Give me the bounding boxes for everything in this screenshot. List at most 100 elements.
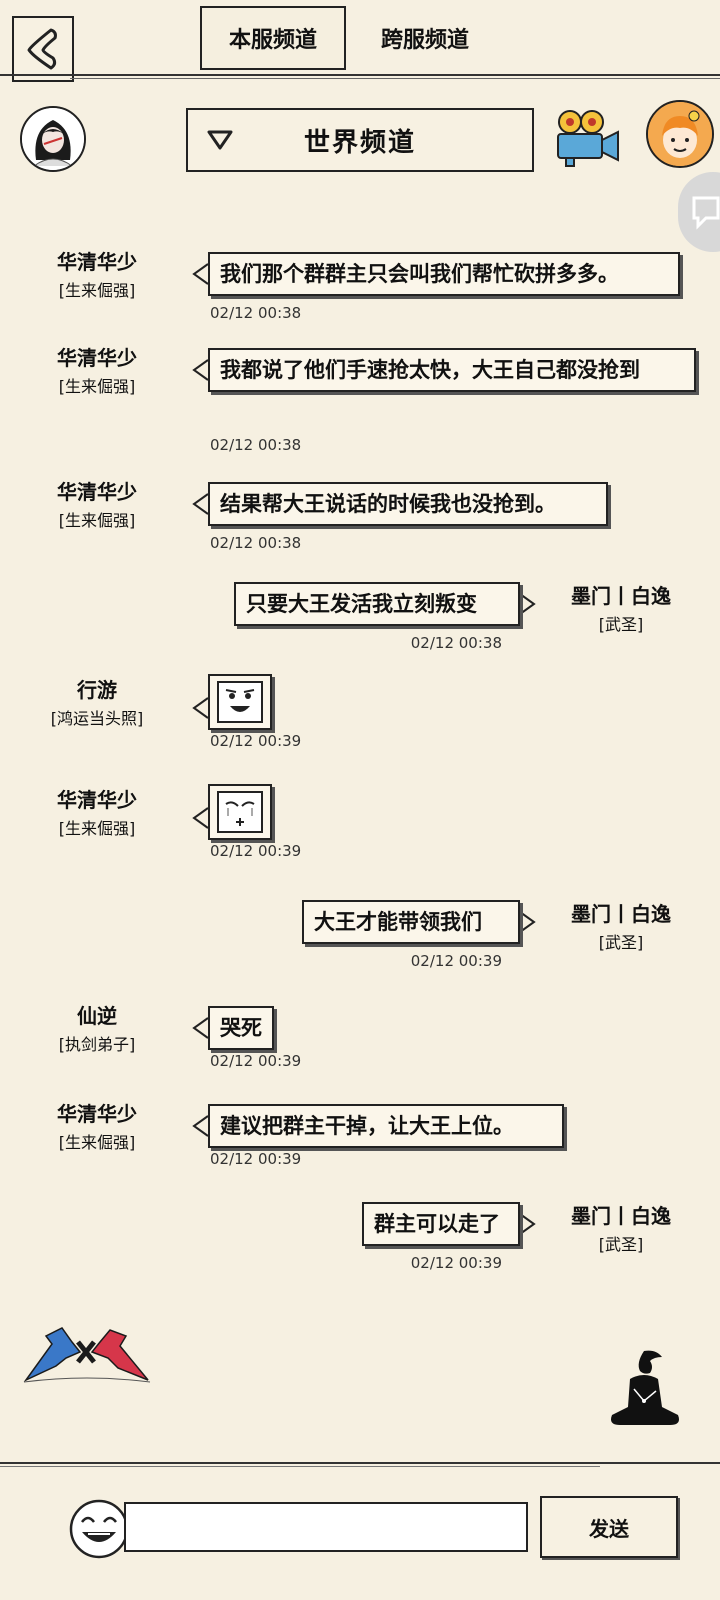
sender-title: [生来倔强]	[58, 819, 136, 838]
message-bubble[interactable]: 我都说了他们手速抢太快，大王自己都没抢到	[208, 348, 696, 392]
sender-info: 华清华少 [生来倔强]	[22, 344, 172, 400]
sender-info: 行游 [鸿运当头照]	[22, 676, 172, 732]
laughing-face-icon	[69, 1499, 129, 1559]
chat-bubble-icon	[692, 196, 720, 230]
sender-title: [鸿运当头照]	[50, 709, 144, 728]
sender-title: [武圣]	[598, 1235, 644, 1254]
message-time: 02/12 00:38	[410, 634, 502, 652]
sender-name[interactable]: 仙逆	[77, 1004, 117, 1028]
meditating-monk-icon	[611, 1350, 679, 1425]
sender-info: 华清华少 [生来倔强]	[22, 248, 172, 304]
triangle-down-icon	[207, 130, 233, 150]
chat-message: 墨门丨白逸 [武圣] 大王才能带领我们 02/12 00:39	[0, 896, 720, 976]
sticker-bubble[interactable]	[208, 784, 272, 840]
sender-info: 仙逆 [执剑弟子]	[22, 1002, 172, 1058]
send-button[interactable]: 发送	[540, 1496, 678, 1558]
sender-name[interactable]: 行游	[77, 678, 117, 702]
sender-title: [武圣]	[598, 615, 644, 634]
bottom-divider	[0, 1462, 720, 1464]
bubble-pointer-icon	[519, 593, 536, 615]
sender-name[interactable]: 华清华少	[57, 1102, 137, 1126]
sender-title: [执剑弟子]	[58, 1035, 136, 1054]
sender-name[interactable]: 墨门丨白逸	[571, 902, 671, 926]
bubble-pointer-icon	[192, 493, 209, 515]
message-time: 02/12 00:39	[410, 952, 502, 970]
message-bubble[interactable]: 建议把群主干掉，让大王上位。	[208, 1104, 564, 1148]
sender-info: 华清华少 [生来倔强]	[22, 786, 172, 842]
sad-face-icon	[217, 791, 263, 833]
sender-info: 墨门丨白逸 [武圣]	[546, 582, 696, 638]
sender-info: 华清华少 [生来倔强]	[22, 478, 172, 534]
chat-message: 华清华少 [生来倔强] 我们那个群群主只会叫我们帮忙砍拼多多。 02/12 00…	[0, 248, 720, 328]
chat-message: 华清华少 [生来倔强] 我都说了他们手速抢太快，大王自己都没抢到 02/12 0…	[0, 344, 720, 454]
message-time: 02/12 00:39	[210, 1150, 302, 1168]
chat-message: 华清华少 [生来倔强] 建议把群主干掉，让大王上位。 02/12 00:39	[0, 1100, 720, 1180]
message-time: 02/12 00:38	[210, 304, 302, 322]
girl-avatar-icon	[648, 102, 712, 166]
sender-title: [生来倔强]	[58, 1133, 136, 1152]
sender-name[interactable]: 华清华少	[57, 250, 137, 274]
chat-message: 仙逆 [执剑弟子] 哭死 02/12 00:39	[0, 1002, 720, 1082]
sender-name[interactable]: 墨门丨白逸	[571, 1204, 671, 1228]
chat-message: 华清华少 [生来倔强] 02/12 00:39	[0, 784, 720, 876]
sender-title: [生来倔强]	[58, 377, 136, 396]
message-input[interactable]	[124, 1502, 528, 1552]
message-time: 02/12 00:39	[210, 732, 302, 750]
chat-message: 墨门丨白逸 [武圣] 只要大王发活我立刻叛变 02/12 00:38	[0, 578, 720, 658]
message-bubble[interactable]: 我们那个群群主只会叫我们帮忙砍拼多多。	[208, 252, 680, 296]
bubble-pointer-icon	[519, 1213, 536, 1235]
bubble-pointer-icon	[192, 1017, 209, 1039]
sticker-bubble[interactable]	[208, 674, 272, 730]
sender-name[interactable]: 华清华少	[57, 788, 137, 812]
bubble-pointer-icon	[192, 807, 209, 829]
bubble-pointer-icon	[192, 359, 209, 381]
message-time: 02/12 00:38	[210, 436, 302, 454]
chat-message: 墨门丨白逸 [武圣] 群主可以走了 02/12 00:39	[0, 1198, 720, 1278]
tab-local-server[interactable]: 本服频道	[200, 6, 346, 70]
emoji-button[interactable]	[68, 1498, 130, 1560]
sender-info: 墨门丨白逸 [武圣]	[546, 1202, 696, 1258]
versus-emblem	[22, 1322, 152, 1384]
chat-message: 华清华少 [生来倔强] 结果帮大王说话的时候我也没抢到。 02/12 00:38	[0, 478, 720, 558]
top-divider-thin	[70, 78, 720, 79]
bottom-divider-thin	[0, 1466, 600, 1467]
sender-title: [生来倔强]	[58, 281, 136, 300]
top-divider	[0, 74, 720, 76]
sender-info: 墨门丨白逸 [武圣]	[546, 900, 696, 956]
swordsman-avatar-icon	[22, 108, 84, 170]
back-button[interactable]	[12, 16, 74, 82]
side-pull-tab[interactable]	[678, 172, 720, 252]
sender-title: [武圣]	[598, 933, 644, 952]
bubble-pointer-icon	[192, 697, 209, 719]
sender-info: 华清华少 [生来倔强]	[22, 1100, 172, 1156]
message-bubble[interactable]: 只要大王发活我立刻叛变	[234, 582, 520, 626]
bubble-pointer-icon	[192, 263, 209, 285]
message-bubble[interactable]: 结果帮大王说话的时候我也没抢到。	[208, 482, 608, 526]
sender-name[interactable]: 墨门丨白逸	[571, 584, 671, 608]
channel-dropdown[interactable]: 世界频道	[186, 108, 534, 172]
movie-camera-icon	[557, 110, 619, 167]
friend-avatar[interactable]	[646, 100, 714, 168]
live-camera-button[interactable]	[552, 106, 624, 168]
grin-face-icon	[217, 681, 263, 723]
message-bubble[interactable]: 大王才能带领我们	[302, 900, 520, 944]
message-time: 02/12 00:39	[210, 842, 302, 860]
back-arrow-icon	[27, 28, 57, 70]
message-time: 02/12 00:38	[210, 534, 302, 552]
meditating-figure	[604, 1345, 686, 1431]
my-avatar[interactable]	[20, 106, 86, 172]
message-bubble[interactable]: 群主可以走了	[362, 1202, 520, 1246]
message-time: 02/12 00:39	[210, 1052, 302, 1070]
message-bubble[interactable]: 哭死	[208, 1006, 274, 1050]
sender-name[interactable]: 华清华少	[57, 480, 137, 504]
tab-cross-server[interactable]: 跨服频道	[380, 28, 469, 53]
message-time: 02/12 00:39	[410, 1254, 502, 1272]
versus-fighters-icon	[23, 1327, 151, 1383]
bubble-pointer-icon	[192, 1115, 209, 1137]
sender-title: [生来倔强]	[58, 511, 136, 530]
channel-label: 世界频道	[303, 127, 416, 158]
bubble-pointer-icon	[519, 911, 536, 933]
sender-name[interactable]: 华清华少	[57, 346, 137, 370]
chat-message: 行游 [鸿运当头照] 02/12 00:39	[0, 674, 720, 766]
